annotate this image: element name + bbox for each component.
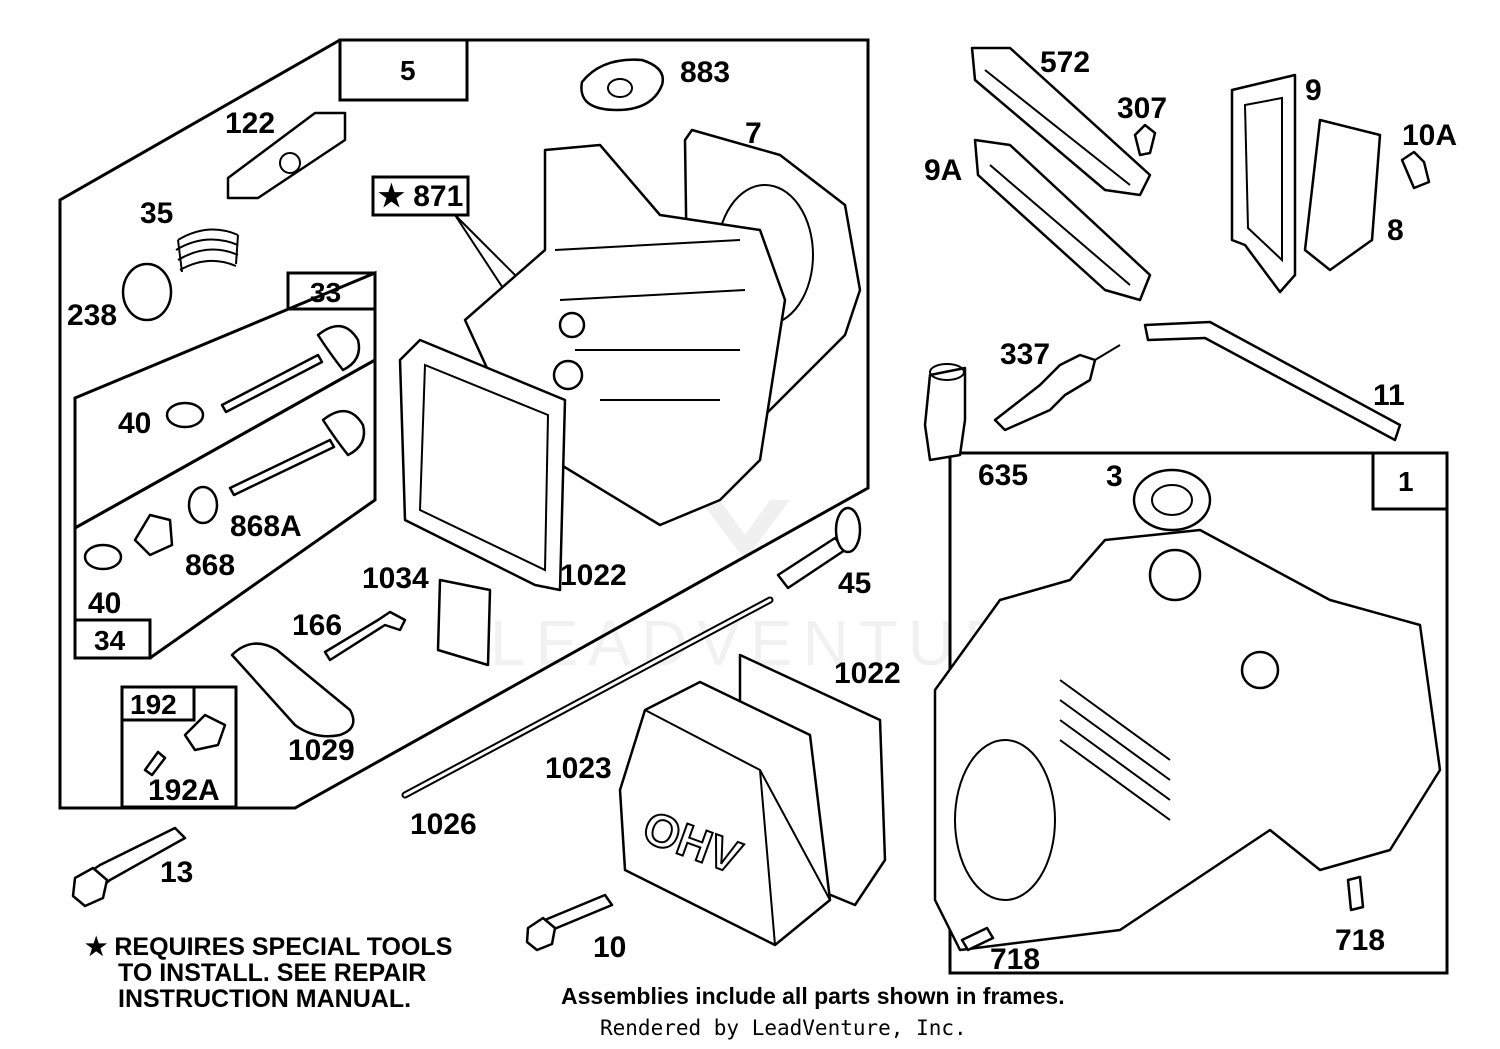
note-special-tools-line3: INSTRUCTION MANUAL. — [118, 985, 411, 1013]
part-718-pin-right — [1346, 875, 1365, 912]
part-307-screw — [1133, 123, 1157, 157]
part-572-gasket — [970, 46, 1152, 197]
part-valve-exhaust — [228, 410, 366, 497]
part-13-bolt — [71, 826, 187, 908]
part-238-cap — [121, 262, 173, 322]
part-192a-screw — [143, 750, 167, 777]
part-35-spring — [175, 228, 239, 273]
label-45: 45 — [838, 567, 871, 600]
part-10-bolt — [525, 893, 614, 952]
part-10a-screw — [1400, 150, 1431, 190]
label-871: ★ 871 — [378, 180, 463, 213]
label-3: 3 — [1106, 460, 1123, 493]
label-1026: 1026 — [410, 808, 477, 841]
label-572: 572 — [1040, 46, 1090, 79]
label-11: 11 — [1373, 379, 1405, 412]
note-assemblies: Assemblies include all parts shown in fr… — [561, 983, 1065, 1009]
label-9: 9 — [1305, 74, 1322, 107]
part-1022-gasket-upper — [398, 338, 567, 592]
frame-192 — [120, 685, 238, 809]
label-13: 13 — [160, 856, 193, 889]
part-3-seal — [1132, 468, 1212, 532]
label-5: 5 — [400, 55, 416, 86]
label-192: 192 — [130, 689, 177, 720]
frame-5 — [58, 38, 870, 810]
label-868a: 868A — [230, 510, 302, 543]
label-34: 34 — [94, 625, 126, 656]
label-122: 122 — [225, 107, 275, 140]
label-868: 868 — [185, 549, 235, 582]
part-1023-valve-cover: OHV — [618, 680, 832, 947]
part-635-boot — [923, 363, 967, 462]
part-45-guide — [776, 506, 862, 590]
label-238: 238 — [67, 299, 117, 332]
part-868-seal — [133, 513, 174, 557]
note-special-tools-line1: ★ REQUIRES SPECIAL TOOLS — [85, 933, 452, 961]
frame-33 — [73, 270, 377, 531]
label-883: 883 — [680, 56, 730, 89]
part-883-gasket — [580, 58, 665, 112]
part-9-gasket — [1230, 73, 1297, 294]
label-718-left: 718 — [990, 943, 1040, 976]
part-valve-intake — [220, 325, 361, 414]
note-special-tools-line2: TO INSTALL. SEE REPAIR — [118, 959, 426, 987]
label-35: 35 — [140, 197, 173, 230]
frame-871 — [371, 175, 470, 217]
label-1022-upper: 1022 — [560, 559, 627, 592]
label-337: 337 — [1000, 338, 1050, 371]
label-192a: 192A — [148, 774, 220, 807]
part-192-nut — [183, 713, 227, 752]
part-40-retainer-bottom — [83, 543, 123, 571]
part-868a-washer — [187, 485, 219, 525]
label-1034: 1034 — [362, 562, 429, 595]
label-10: 10 — [593, 931, 626, 964]
rendered-by-credit: Rendered by LeadVenture, Inc. — [600, 1016, 967, 1040]
label-33: 33 — [310, 277, 341, 308]
part-1029-rocker — [230, 642, 355, 738]
label-1029: 1029 — [288, 734, 355, 767]
part-166-stud — [323, 610, 407, 662]
label-1023: 1023 — [545, 752, 612, 785]
part-337-spark-plug — [993, 344, 1121, 432]
label-9a: 9A — [924, 154, 962, 187]
label-8: 8 — [1387, 214, 1404, 247]
part-9a-gasket — [973, 138, 1152, 302]
part-40-retainer-top — [165, 401, 205, 429]
frame-34 — [73, 357, 377, 660]
label-1022-lower: 1022 — [834, 657, 901, 690]
label-307: 307 — [1117, 92, 1167, 125]
part-122-bracket — [226, 111, 347, 200]
label-635: 635 — [978, 459, 1028, 492]
label-1: 1 — [1398, 466, 1414, 497]
label-40-bottom: 40 — [88, 587, 121, 620]
label-10a: 10A — [1402, 119, 1457, 152]
part-8-cover — [1303, 118, 1382, 272]
watermark-logo — [700, 500, 790, 560]
part-11-tube — [1143, 320, 1402, 442]
label-166: 166 — [292, 609, 342, 642]
part-718-pin-left — [960, 926, 995, 952]
label-718-right: 718 — [1335, 924, 1385, 957]
label-40-top: 40 — [118, 407, 151, 440]
part-1034-plate — [436, 578, 492, 667]
part-1-cylinder — [933, 528, 1442, 952]
label-7: 7 — [745, 117, 762, 150]
